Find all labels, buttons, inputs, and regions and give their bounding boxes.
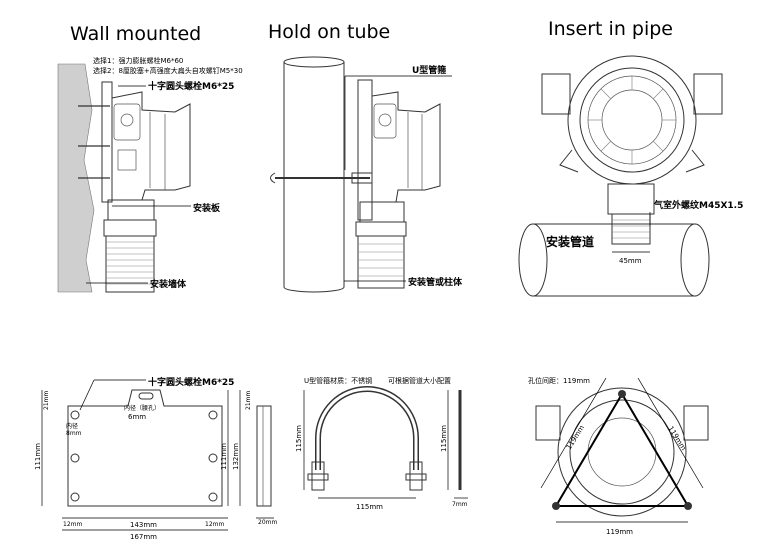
dim-top-left: 21mm — [43, 391, 50, 410]
mounting-plate — [101, 81, 113, 203]
dim-height-right: 111mm — [220, 443, 228, 470]
dim-depth: 20mm — [258, 519, 277, 526]
tube-pipe-label: 安装管或柱体 — [408, 276, 463, 288]
hole-spacing-triangle — [554, 392, 690, 507]
bracket-screw-label: 十字圆头螺栓M6*25 — [148, 376, 234, 388]
tube-detector-body — [371, 91, 441, 203]
bracket-dimension-drawing: 十字圆头螺栓M6*25 内径（腰孔） 6mm 内径 8mm 21mm 111mm… — [34, 376, 277, 541]
wall-mounted-panel: 选择1：强力膨胀螺栓M6*60 选择2：8厘胶塞+高强度大扁头自攻螺钉M5*30… — [57, 56, 243, 293]
dim-center-width: 143mm — [130, 521, 157, 529]
ubolt-width: 115mm — [356, 503, 383, 511]
pipe-thread-label: 气室外螺纹M45X1.5 — [653, 199, 743, 211]
ubolt-material: U型管箍材质：不锈钢 — [304, 376, 372, 385]
hole-spacing-drawing: 孔位间距：119mm 119mm 119mm 119mm — [528, 376, 709, 536]
dim-total-width: 167mm — [130, 533, 157, 541]
pipe-width-label: 45mm — [619, 257, 642, 265]
ubolt-side-height: 115mm — [440, 425, 448, 452]
dim-total-height: 132mm — [232, 443, 240, 470]
ubolt-dimension-drawing: U型管箍材质：不锈钢 可根据管道大小配置 115mm 115mm 115mm 7… — [295, 376, 468, 511]
pipe-label: 安装管道 — [546, 234, 594, 249]
wall-plate-label: 安装板 — [193, 202, 221, 214]
ubolt-height: 115mm — [295, 425, 303, 452]
hole-spacing-bottom: 119mm — [606, 528, 633, 536]
dim-top-right: 21mm — [245, 391, 252, 410]
heading-wall-mounted: Wall mounted — [70, 23, 201, 45]
pipe-end — [680, 223, 710, 297]
wall-surface — [57, 63, 95, 293]
bracket-hole-label: 内径 — [66, 422, 78, 430]
bracket-inner-dia-value: 6mm — [128, 413, 146, 421]
bracket-hole-value: 8mm — [66, 430, 82, 437]
dim-left-margin: 12mm — [63, 521, 82, 528]
bracket-plate — [67, 389, 223, 507]
dim-height-left: 111mm — [34, 443, 42, 470]
wall-option2: 选择2：8厘胶塞+高强度大扁头自攻螺钉M5*30 — [93, 66, 243, 75]
insert-in-pipe-panel: 安装管道 气室外螺纹M45X1.5 45mm — [518, 55, 743, 297]
ubolt-note: 可根据管道大小配置 — [388, 376, 451, 385]
pipe-detector-housing — [567, 55, 697, 185]
sensor-thread — [105, 235, 155, 293]
heading-insert-in-pipe: Insert in pipe — [548, 18, 673, 40]
tube-ubolt-label: U型管箍 — [412, 64, 446, 76]
ubolt-side-width: 7mm — [452, 501, 468, 508]
dim-right-margin: 12mm — [205, 521, 224, 528]
hole-spacing-title: 孔位间距：119mm — [528, 376, 590, 385]
wall-option1: 选择1：强力膨胀螺栓M6*60 — [93, 56, 183, 65]
hold-on-tube-panel: U型管箍 安装管或柱体 — [270, 56, 463, 293]
wall-screw-label: 十字圆头螺栓M6*25 — [148, 80, 234, 92]
detector-body-side — [111, 91, 191, 201]
wall-surface-label: 安装墙体 — [150, 278, 187, 290]
heading-hold-on-tube: Hold on tube — [268, 21, 390, 43]
bracket-inner-dia-label: 内径（腰孔） — [124, 404, 160, 412]
